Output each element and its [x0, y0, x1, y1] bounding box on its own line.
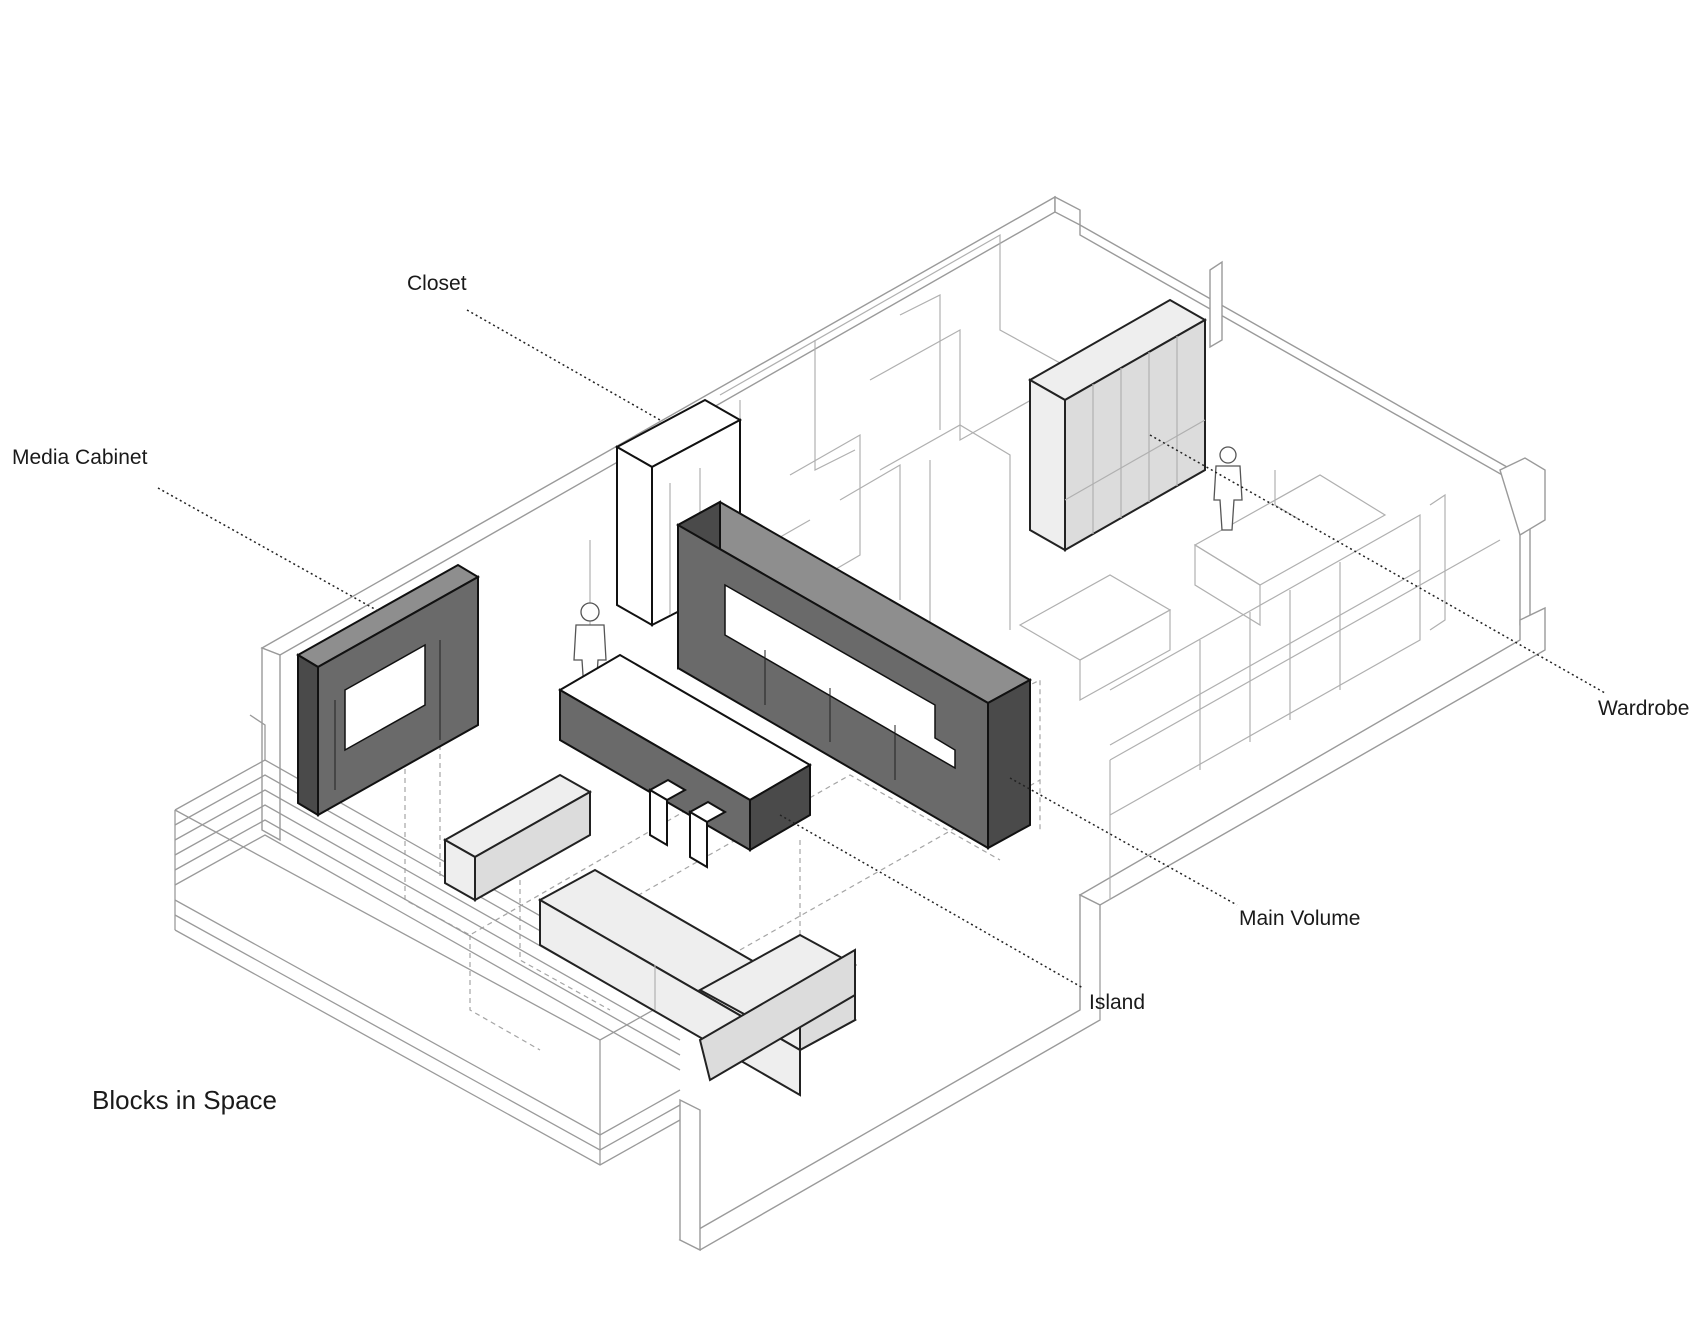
media-cabinet-block [296, 563, 480, 817]
main-volume-block [675, 500, 1033, 850]
diagram-title: Blocks in Space [92, 1085, 277, 1115]
leader-wardrobe [1149, 434, 1606, 694]
wardrobe-block [1027, 298, 1208, 552]
person-figure-bedroom [1213, 446, 1243, 531]
label-wardrobe: Wardrobe [1598, 697, 1690, 720]
leader-closet [466, 309, 661, 421]
label-island: Island [1089, 991, 1146, 1014]
leader-lines [157, 309, 1606, 989]
person-figure-living [573, 602, 607, 691]
small-sofa [442, 773, 593, 902]
leader-media-cabinet [157, 487, 381, 613]
bar-stools [647, 778, 728, 869]
label-closet: Closet [407, 272, 467, 295]
leader-island [779, 814, 1084, 989]
sectional-sofa [537, 868, 858, 1097]
label-main-volume: Main Volume [1239, 907, 1361, 930]
bedroom-furniture [1018, 470, 1387, 702]
leader-main-volume [1009, 777, 1238, 906]
person-figures [573, 446, 1243, 691]
label-media-cabinet: Media Cabinet [12, 446, 148, 469]
glass-partition [1109, 493, 1446, 816]
